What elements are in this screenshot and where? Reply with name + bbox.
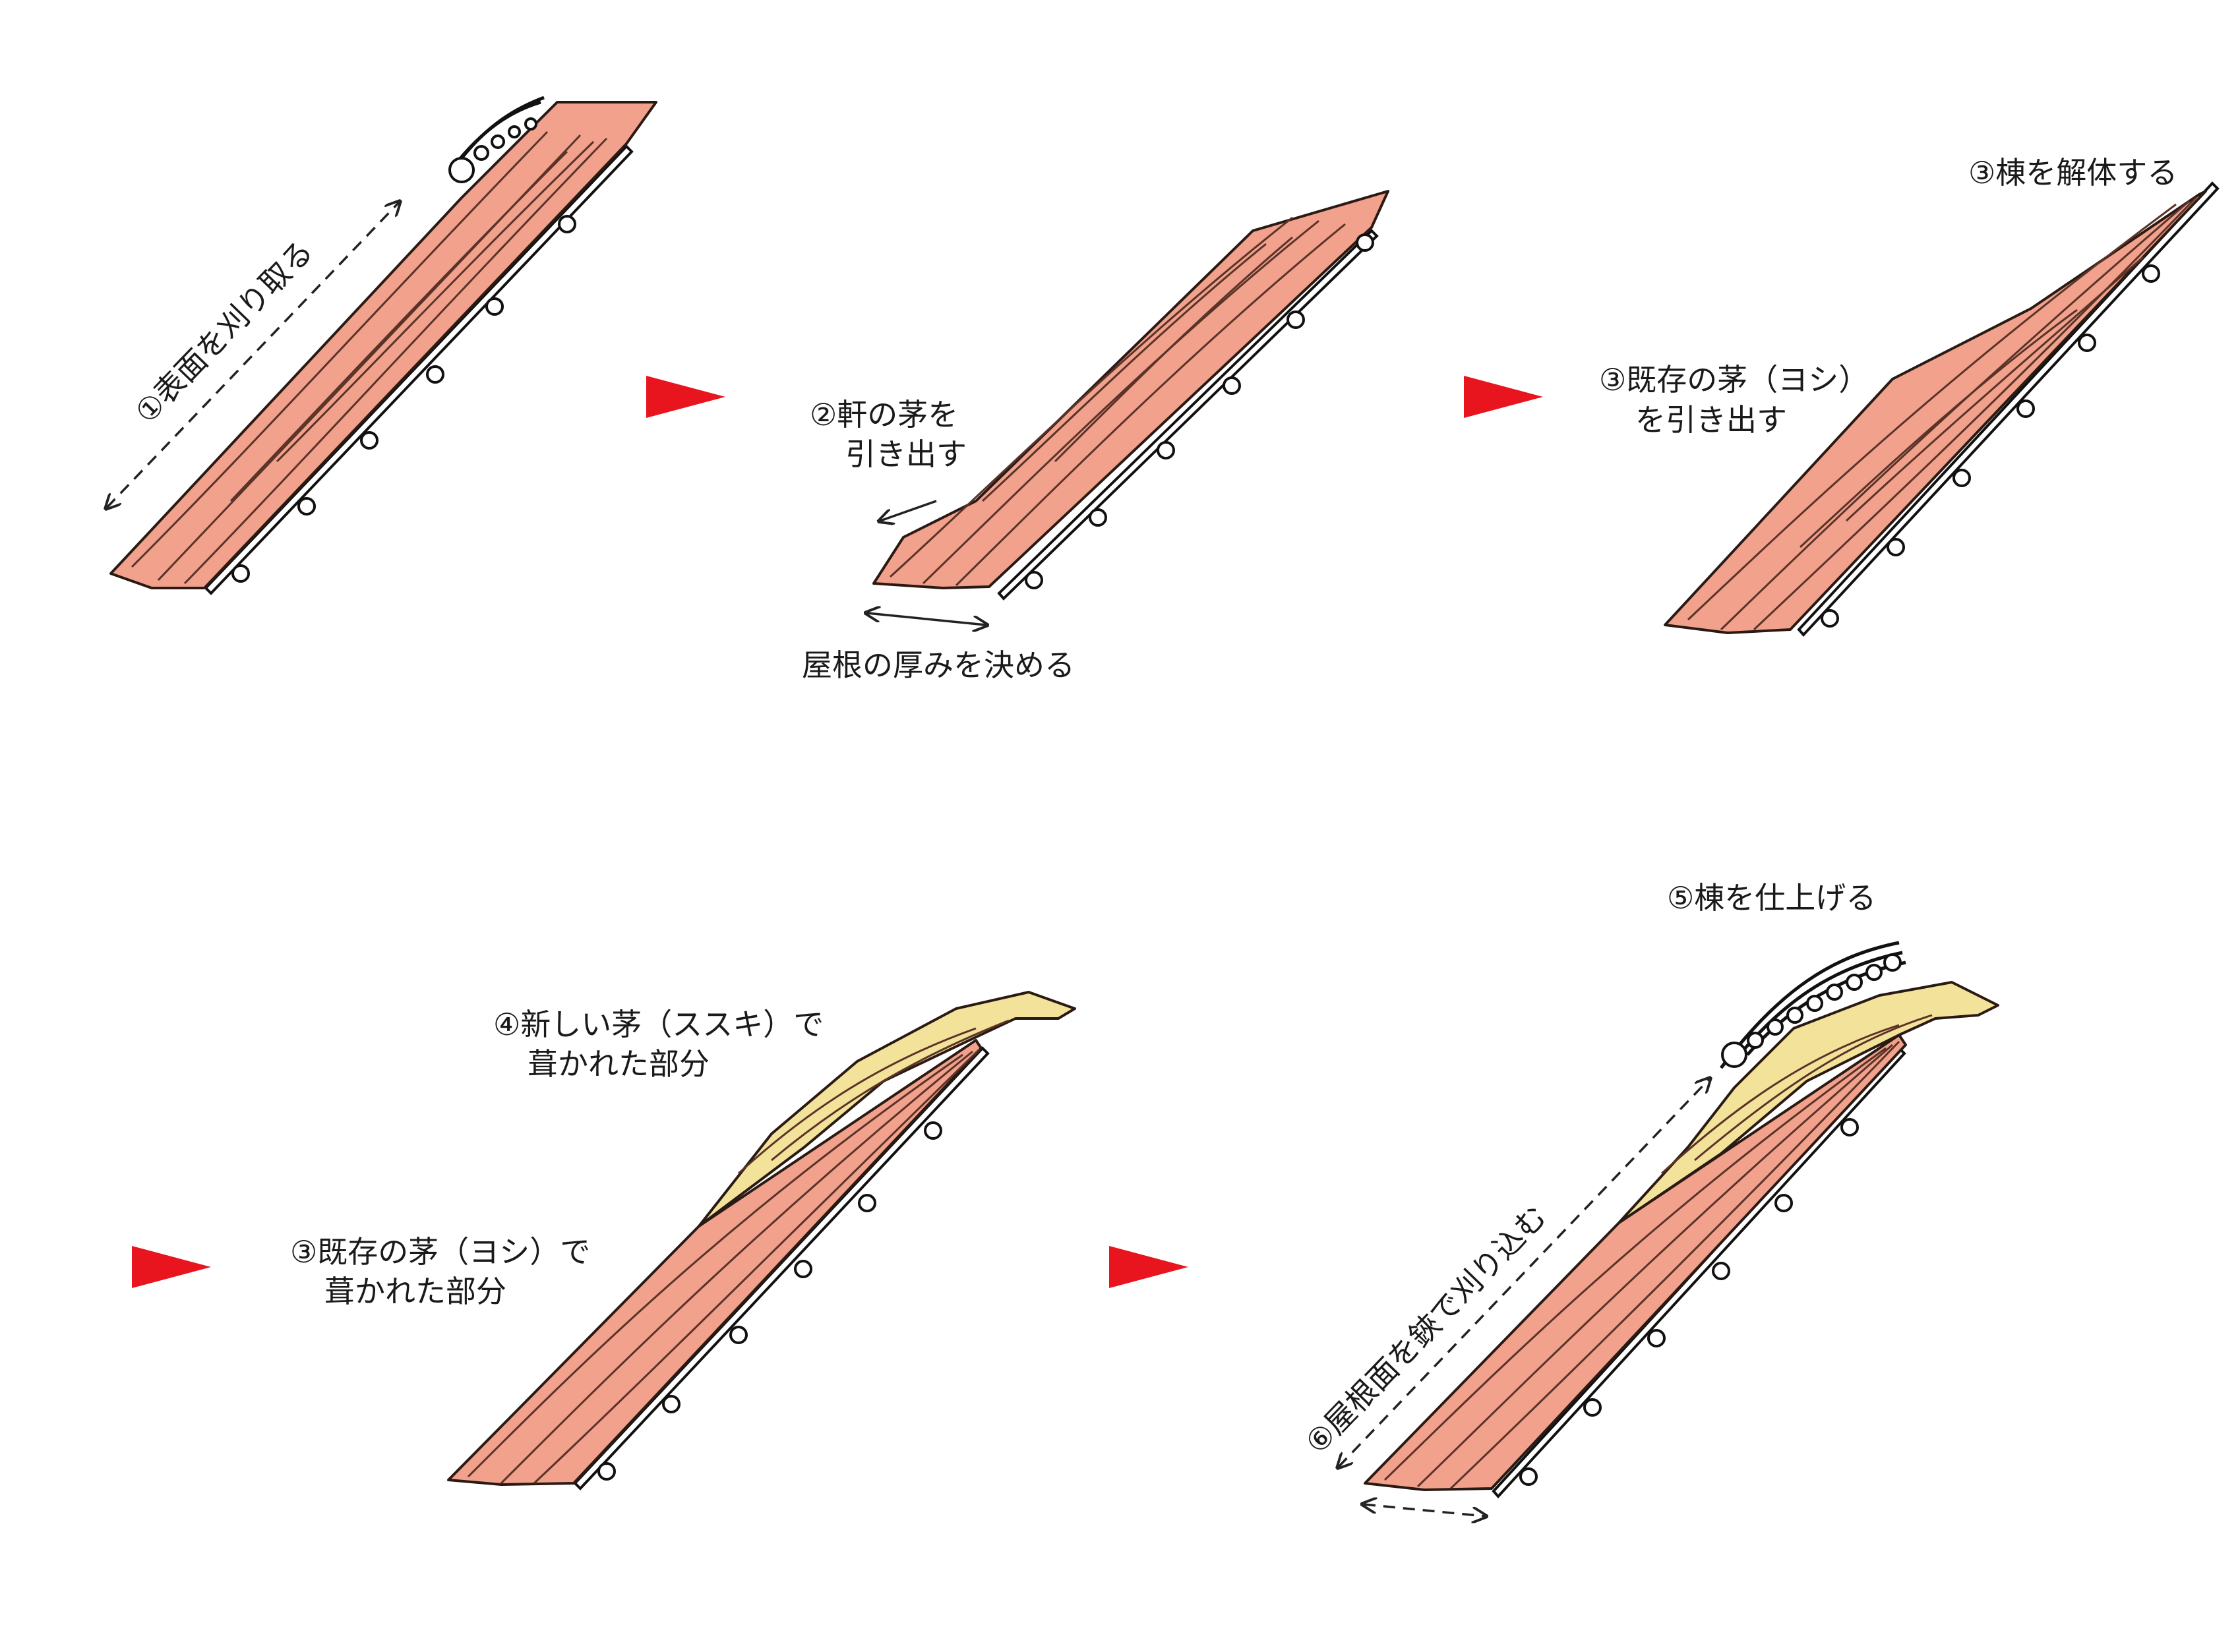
step-4-old-label-line1: ③既存の茅（ヨシ）で: [290, 1234, 590, 1270]
panel-2-eave-pull: ②軒の茅を 引き出す 屋根の厚みを決める: [802, 190, 1389, 683]
step-2-label-line2: 引き出す: [845, 436, 967, 472]
roof-base-board: [1492, 1046, 1906, 1498]
step-3-ridge-label: ③棟を解体する: [1968, 155, 2177, 191]
step-4-new-label-line2: 葺かれた部分: [528, 1046, 710, 1082]
panel-3-ridge-dismantle: ③棟を解体する ③既存の茅（ヨシ） を引き出す: [1599, 155, 2220, 637]
roof-base-board: [204, 144, 634, 595]
eave-trim-dashed-arrow: [1364, 1504, 1485, 1516]
roof-base-board: [1797, 181, 2220, 637]
trim-dashed-arrow: [1339, 1079, 1709, 1467]
roof-base-board: [997, 229, 1379, 601]
old-thatch-layer: [1664, 190, 2207, 634]
pull-arrow: [880, 500, 937, 521]
step-arrow-3: [132, 1246, 211, 1288]
surface-cut-dashed-arrow: [107, 202, 399, 508]
roof-battens: [1025, 233, 1374, 589]
thickness-double-arrow: [867, 613, 986, 625]
thatch-grain: [889, 216, 1346, 587]
thatch-grain: [467, 1019, 1010, 1485]
panel-5-ridge-finish: ⑤棟を仕上げる ⑥屋根面を鋏で刈り込む: [1298, 880, 1999, 1516]
step-4-old-label-line2: 葺かれた部分: [324, 1274, 506, 1309]
step-2-label-line1: ②軒の茅を: [810, 397, 958, 432]
thickness-label: 屋根の厚みを決める: [802, 647, 1075, 683]
step-3-label-line2: を引き出す: [1635, 402, 1787, 438]
new-thatch-layer: [1618, 981, 1999, 1224]
panel-4-new-thatch: ④新しい茅（ススキ）で 葺かれた部分 ③既存の茅（ヨシ）で 葺かれた部分: [290, 991, 1076, 1490]
step-arrow-4: [1109, 1246, 1188, 1288]
step-arrow-2: [1464, 376, 1543, 418]
thatch-grain: [1687, 196, 2197, 631]
finished-ridge-bundle: [1720, 941, 1906, 1069]
new-thatch-layer: [698, 991, 1076, 1227]
step-4-new-label-line1: ④新しい茅（ススキ）で: [493, 1007, 824, 1042]
old-thatch-layer: [872, 190, 1389, 589]
panel-1-surface-cut: ①表面を刈り取る: [107, 96, 657, 595]
roof-battens: [1821, 264, 2160, 628]
step-arrow-1: [646, 376, 725, 418]
step-5-ridge-label: ⑤棟を仕上げる: [1667, 880, 1876, 916]
old-ridge-bundle: [448, 96, 545, 183]
roof-battens: [597, 1121, 942, 1481]
roof-base-board: [573, 1046, 990, 1490]
step-3-label-line1: ③既存の茅（ヨシ）: [1599, 362, 1869, 398]
